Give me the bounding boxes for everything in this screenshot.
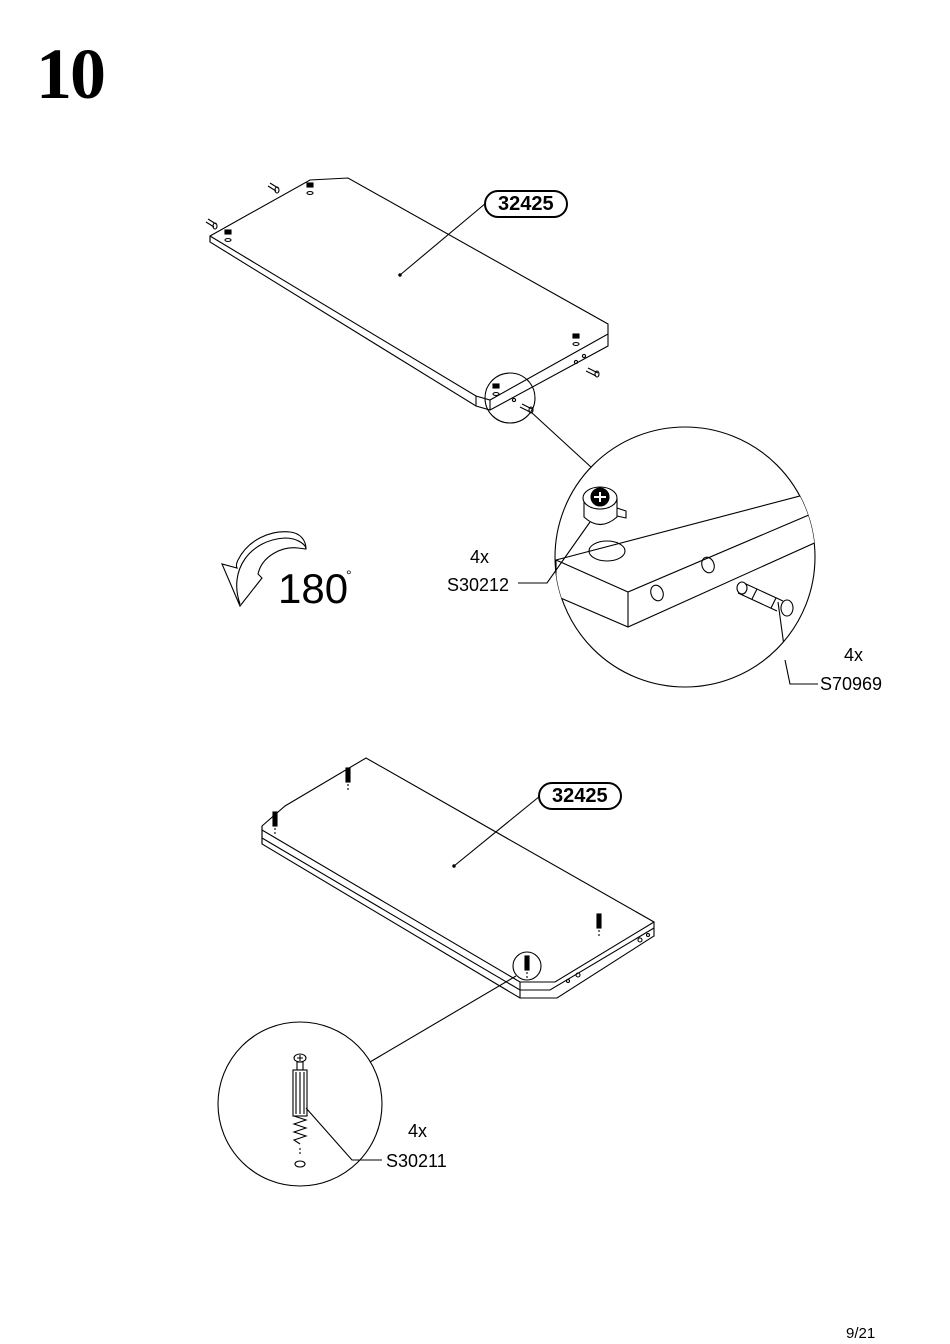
cam-bolt-code: S30211 <box>386 1152 447 1170</box>
cam-and-dowel-detail <box>518 427 830 687</box>
dowel-marker <box>268 183 279 193</box>
cam-bolt-detail <box>218 1022 382 1186</box>
rotation-angle: 180 <box>278 568 348 610</box>
dowel-marker <box>586 368 599 377</box>
cam-bolt-quantity: 4x <box>408 1122 427 1140</box>
cam-lock-code: S30212 <box>447 576 509 594</box>
degree-symbol: ° <box>346 568 352 582</box>
step-number: 10 <box>36 38 104 110</box>
cam-lock-quantity: 4x <box>470 548 489 566</box>
page-number: 9/21 <box>846 1326 875 1341</box>
part-label-top-panel: 32425 <box>484 190 568 218</box>
dowel-quantity: 4x <box>844 646 863 664</box>
part-label-bottom-panel: 32425 <box>538 782 622 810</box>
dowel-marker <box>206 219 217 229</box>
dowel-code: S70969 <box>820 675 882 693</box>
top-panel-drawing <box>206 178 608 468</box>
